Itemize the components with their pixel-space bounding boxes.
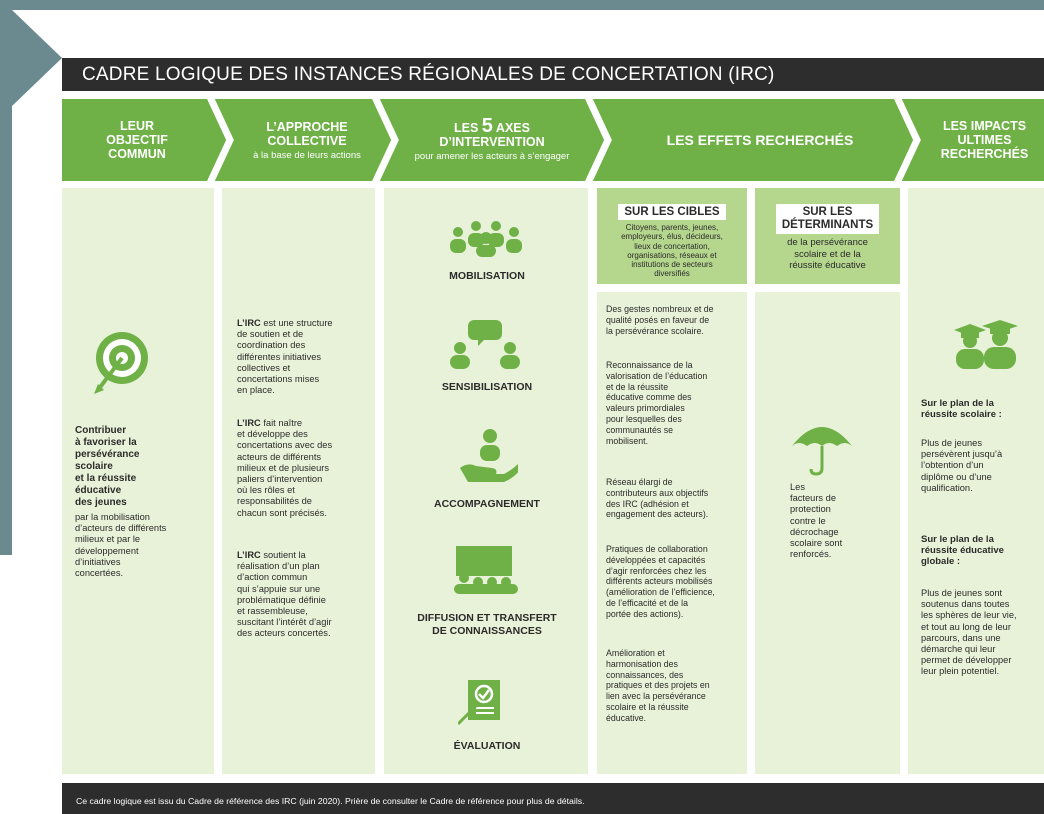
header-approach-sub: à la base de leurs actions [253,149,361,161]
impact-1-text: Plus de jeunes persévèrent jusqu’à l’obt… [921,438,1003,493]
header-axes-number: 5 [481,114,493,137]
header-approach-title: L’APPROCHE COLLECTIVE [266,119,348,148]
approach-paragraph-3: L’IRC soutient la réalisation d’un plan … [237,550,332,639]
header-impacts-title: LES IMPACTS ULTIMES RECHERCHÉS [940,119,1029,161]
page-title: CADRE LOGIQUE DES INSTANCES RÉGIONALES D… [62,58,1044,91]
targets-description: Citoyens, parents, jeunes, employeurs, é… [621,223,723,279]
impact-1-title: Sur le plan de la réussite scolaire : [921,398,1002,421]
axis-evaluation: ÉVALUATION [453,740,521,752]
graduates-icon [954,320,1018,369]
header-axes-title: LES 5 AXES [454,114,530,137]
frame-left-band [0,0,12,555]
footer-note: Ce cadre logique est issu du Cadre de ré… [62,783,1044,814]
frame-arrow [12,10,62,106]
impacts-column [908,188,1044,774]
header-band [62,99,1044,181]
impact-2-text: Plus de jeunes sont soutenus dans toutes… [921,588,1017,677]
speech-people-icon [450,320,520,369]
header-approach: L’APPROCHE COLLECTIVE à la base de leurs… [232,99,382,181]
people-group-icon [450,221,522,257]
determinants-effect: Les facteurs de protection contre le déc… [790,482,843,560]
target-icon [94,332,148,394]
header-axes-title-line2: D’INTERVENTION [439,134,545,149]
determinants-column [755,292,900,774]
targets-column [597,292,747,774]
axis-mobilisation: MOBILISATION [449,270,525,282]
targets-effect-2: Reconnaissance de la valorisation de l’é… [606,360,708,446]
objective-main-text: Contribuer à favoriser la persévérance s… [75,425,140,508]
axis-diffusion: DIFFUSION ET TRANSFERT DE CONNAISSANCES [417,612,557,637]
presentation-icon [454,546,518,594]
axis-sensibilisation: SENSIBILISATION [441,381,533,393]
approach-paragraph-2: L’IRC fait naître et développe des conce… [237,418,333,518]
header-effects: LES EFFETS RECHERCHÉS [610,99,910,181]
targets-effect-1: Des gestes nombreux et de qualité posés … [606,304,714,336]
targets-header-box: SUR LES CIBLES Citoyens, parents, jeunes… [597,188,747,284]
frame-top-band [0,0,1044,10]
impact-2-title: Sur le plan de la réussite éducative glo… [921,534,1004,568]
targets-effect-5: Amélioration et harmonisation des connai… [606,648,710,723]
header-axes-sub: pour amener les acteurs à s’engager [414,150,570,162]
objective-column [62,188,214,774]
objective-detail-text: par la mobilisation d’acteurs de différe… [75,512,167,579]
checklist-icon [458,680,500,726]
header-effects-title: LES EFFETS RECHERCHÉS [666,132,854,148]
targets-title: SUR LES CIBLES [618,204,726,220]
header-axes: LES 5 AXES D’INTERVENTION pour amener le… [392,99,592,181]
header-objective: LEUR OBJECTIF COMMUN [62,99,212,181]
approach-column [222,188,375,774]
hand-person-icon [460,429,518,482]
header-impacts: LES IMPACTS ULTIMES RECHERCHÉS [925,99,1044,181]
determinants-header-box: SUR LES DÉTERMINANTS de la persévérance … [755,188,900,284]
axis-accompagnement: ACCOMPAGNEMENT [434,498,540,510]
header-separators [207,99,921,181]
targets-effect-4: Pratiques de collaboration développées e… [606,544,715,619]
header-objective-title: LEUR OBJECTIF COMMUN [106,119,168,161]
umbrella-icon [792,427,852,476]
determinants-title: SUR LES DÉTERMINANTS [775,204,880,234]
approach-paragraph-1: L’IRC est une structure de soutien et de… [237,318,333,396]
determinants-description: de la persévérance scolaire et de la réu… [787,237,868,271]
targets-effect-3: Réseau élargi de contributeurs aux objec… [606,477,709,520]
